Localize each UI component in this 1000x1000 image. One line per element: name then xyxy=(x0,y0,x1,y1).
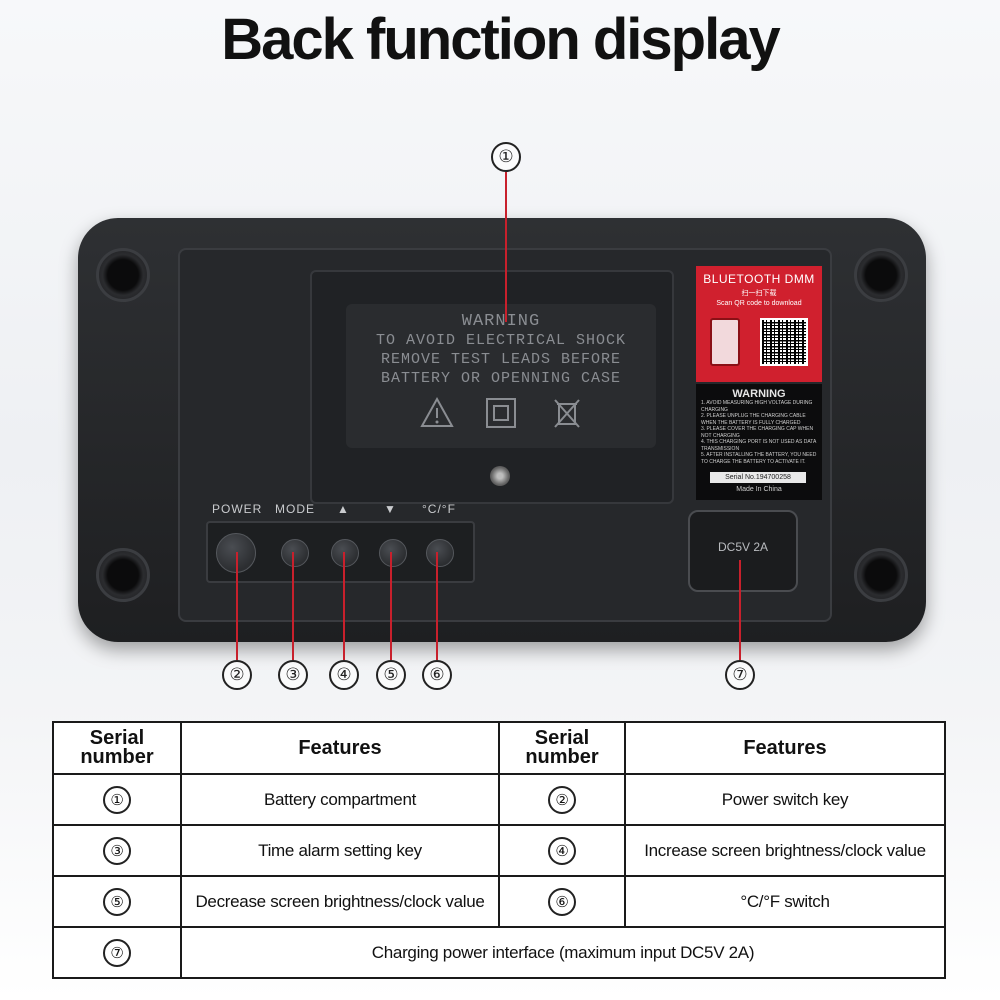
serial-cell: ① xyxy=(52,773,182,826)
table-row: ① Battery compartment ② Power switch key xyxy=(52,773,946,826)
charging-warning-label: WARNING 1. AVOID MEASURING HIGH VOLTAGE … xyxy=(696,384,822,500)
serial-cell: ⑤ xyxy=(52,875,182,928)
serial-cell: ④ xyxy=(498,824,626,877)
rubber-foot-bottom-right xyxy=(854,548,908,602)
mode-button[interactable] xyxy=(281,539,309,567)
qr-code xyxy=(760,318,808,366)
leader-line-5 xyxy=(390,552,392,660)
header-features: Features xyxy=(624,721,946,775)
weee-bin-icon xyxy=(554,399,580,428)
callout-2: ② xyxy=(222,660,252,690)
feature-cell: Battery compartment xyxy=(180,773,500,826)
page-title: Back function display xyxy=(221,7,780,72)
serial-cell: ⑦ xyxy=(52,926,182,979)
serial-badge: ⑤ xyxy=(103,887,131,916)
table-row: ⑦ Charging power interface (maximum inpu… xyxy=(52,926,946,979)
warning-plate-title: WARNING xyxy=(461,312,541,331)
button-label-unit: °C/°F xyxy=(422,502,456,516)
callout-7: ⑦ xyxy=(725,660,755,690)
callout-6: ⑥ xyxy=(422,660,452,690)
leader-line-7 xyxy=(739,560,741,660)
serial-badge: ④ xyxy=(548,836,576,865)
charging-warning-line: 1. AVOID MEASURING HIGH VOLTAGE DURING C… xyxy=(701,400,813,413)
charging-warning-line: 4. THIS CHARGING PORT IS NOT USED AS DAT… xyxy=(701,439,817,452)
rubber-foot-top-right xyxy=(854,248,908,302)
warning-plate-line: BATTERY OR OPENNING CASE xyxy=(380,370,622,387)
down-button[interactable] xyxy=(379,539,407,567)
button-label-down: ▼ xyxy=(384,502,397,516)
rubber-foot-bottom-left xyxy=(96,548,150,602)
button-label-power: POWER xyxy=(212,502,263,516)
callout-5: ⑤ xyxy=(376,660,406,690)
made-in-label: Made In China xyxy=(736,486,782,493)
table-header-row: Serial number Features Serial number Fea… xyxy=(52,721,946,775)
feature-cell: Time alarm setting key xyxy=(180,824,500,877)
leader-line-2 xyxy=(236,552,238,660)
header-features: Features xyxy=(180,721,500,775)
feature-cell: °C/°F switch xyxy=(624,875,946,928)
serial-badge: ⑦ xyxy=(103,938,131,967)
battery-cover-screw xyxy=(490,466,510,486)
leader-line-3 xyxy=(292,552,294,660)
charging-warning-line: 2. PLEASE UNPLUG THE CHARGING CABLE WHEN… xyxy=(701,413,806,426)
table-row: ⑤ Decrease screen brightness/clock value… xyxy=(52,875,946,928)
feature-cell: Increase screen brightness/clock value xyxy=(624,824,946,877)
leader-line-4 xyxy=(343,552,345,660)
charging-warning-title: WARNING xyxy=(732,388,786,400)
leader-line-6 xyxy=(436,552,438,660)
button-label-up: ▲ xyxy=(337,502,350,516)
table-row: ③ Time alarm setting key ④ Increase scre… xyxy=(52,824,946,877)
device-back: WARNING TO AVOID ELECTRICAL SHOCK REMOVE… xyxy=(78,218,926,642)
serial-cell: ② xyxy=(498,773,626,826)
button-label-mode: MODE xyxy=(275,502,315,516)
callout-4: ④ xyxy=(329,660,359,690)
serial-badge: ⑥ xyxy=(548,887,576,916)
header-serial-number: Serial number xyxy=(498,721,626,775)
up-button[interactable] xyxy=(331,539,359,567)
serial-cell: ③ xyxy=(52,824,182,877)
serial-number: Serial No.194700258 xyxy=(710,472,806,483)
dc-charging-port[interactable]: DC5V 2A xyxy=(688,510,798,592)
serial-badge: ① xyxy=(103,785,131,814)
dc-port-label: DC5V 2A xyxy=(717,540,769,554)
feature-cell: Decrease screen brightness/clock value xyxy=(180,875,500,928)
callout-3: ③ xyxy=(278,660,308,690)
unit-switch-button[interactable] xyxy=(426,539,454,567)
feature-table: Serial number Features Serial number Fea… xyxy=(52,721,946,979)
bluetooth-label-sub-cn: 扫一扫下载 xyxy=(741,290,777,297)
charging-warning-line: 3. PLEASE COVER THE CHARGING CAP WHEN NO… xyxy=(701,426,814,439)
bluetooth-label-sub-en: Scan QR code to download xyxy=(716,300,802,307)
warning-plate: WARNING TO AVOID ELECTRICAL SHOCK REMOVE… xyxy=(346,304,656,448)
double-insulation-icon xyxy=(486,398,516,428)
header-serial-number: Serial number xyxy=(52,721,182,775)
feature-cell: Charging power interface (maximum input … xyxy=(180,926,946,979)
serial-badge: ③ xyxy=(103,836,131,865)
rubber-foot-top-left xyxy=(96,248,150,302)
bluetooth-label-title: BLUETOOTH DMM xyxy=(703,272,815,286)
bluetooth-label: BLUETOOTH DMM 扫一扫下载 Scan QR code to down… xyxy=(696,266,822,382)
caution-triangle-icon xyxy=(420,396,454,427)
button-panel xyxy=(206,521,475,583)
warning-plate-line: REMOVE TEST LEADS BEFORE xyxy=(380,351,622,368)
callout-1: ① xyxy=(491,142,521,172)
serial-cell: ⑥ xyxy=(498,875,626,928)
charging-warning-line: 5. AFTER INSTALLING THE BATTERY, YOU NEE… xyxy=(701,452,817,465)
serial-badge: ② xyxy=(548,785,576,814)
warning-plate-line: TO AVOID ELECTRICAL SHOCK xyxy=(375,332,627,349)
phone-icon xyxy=(710,318,740,366)
leader-line-1 xyxy=(505,172,507,322)
feature-cell: Power switch key xyxy=(624,773,946,826)
